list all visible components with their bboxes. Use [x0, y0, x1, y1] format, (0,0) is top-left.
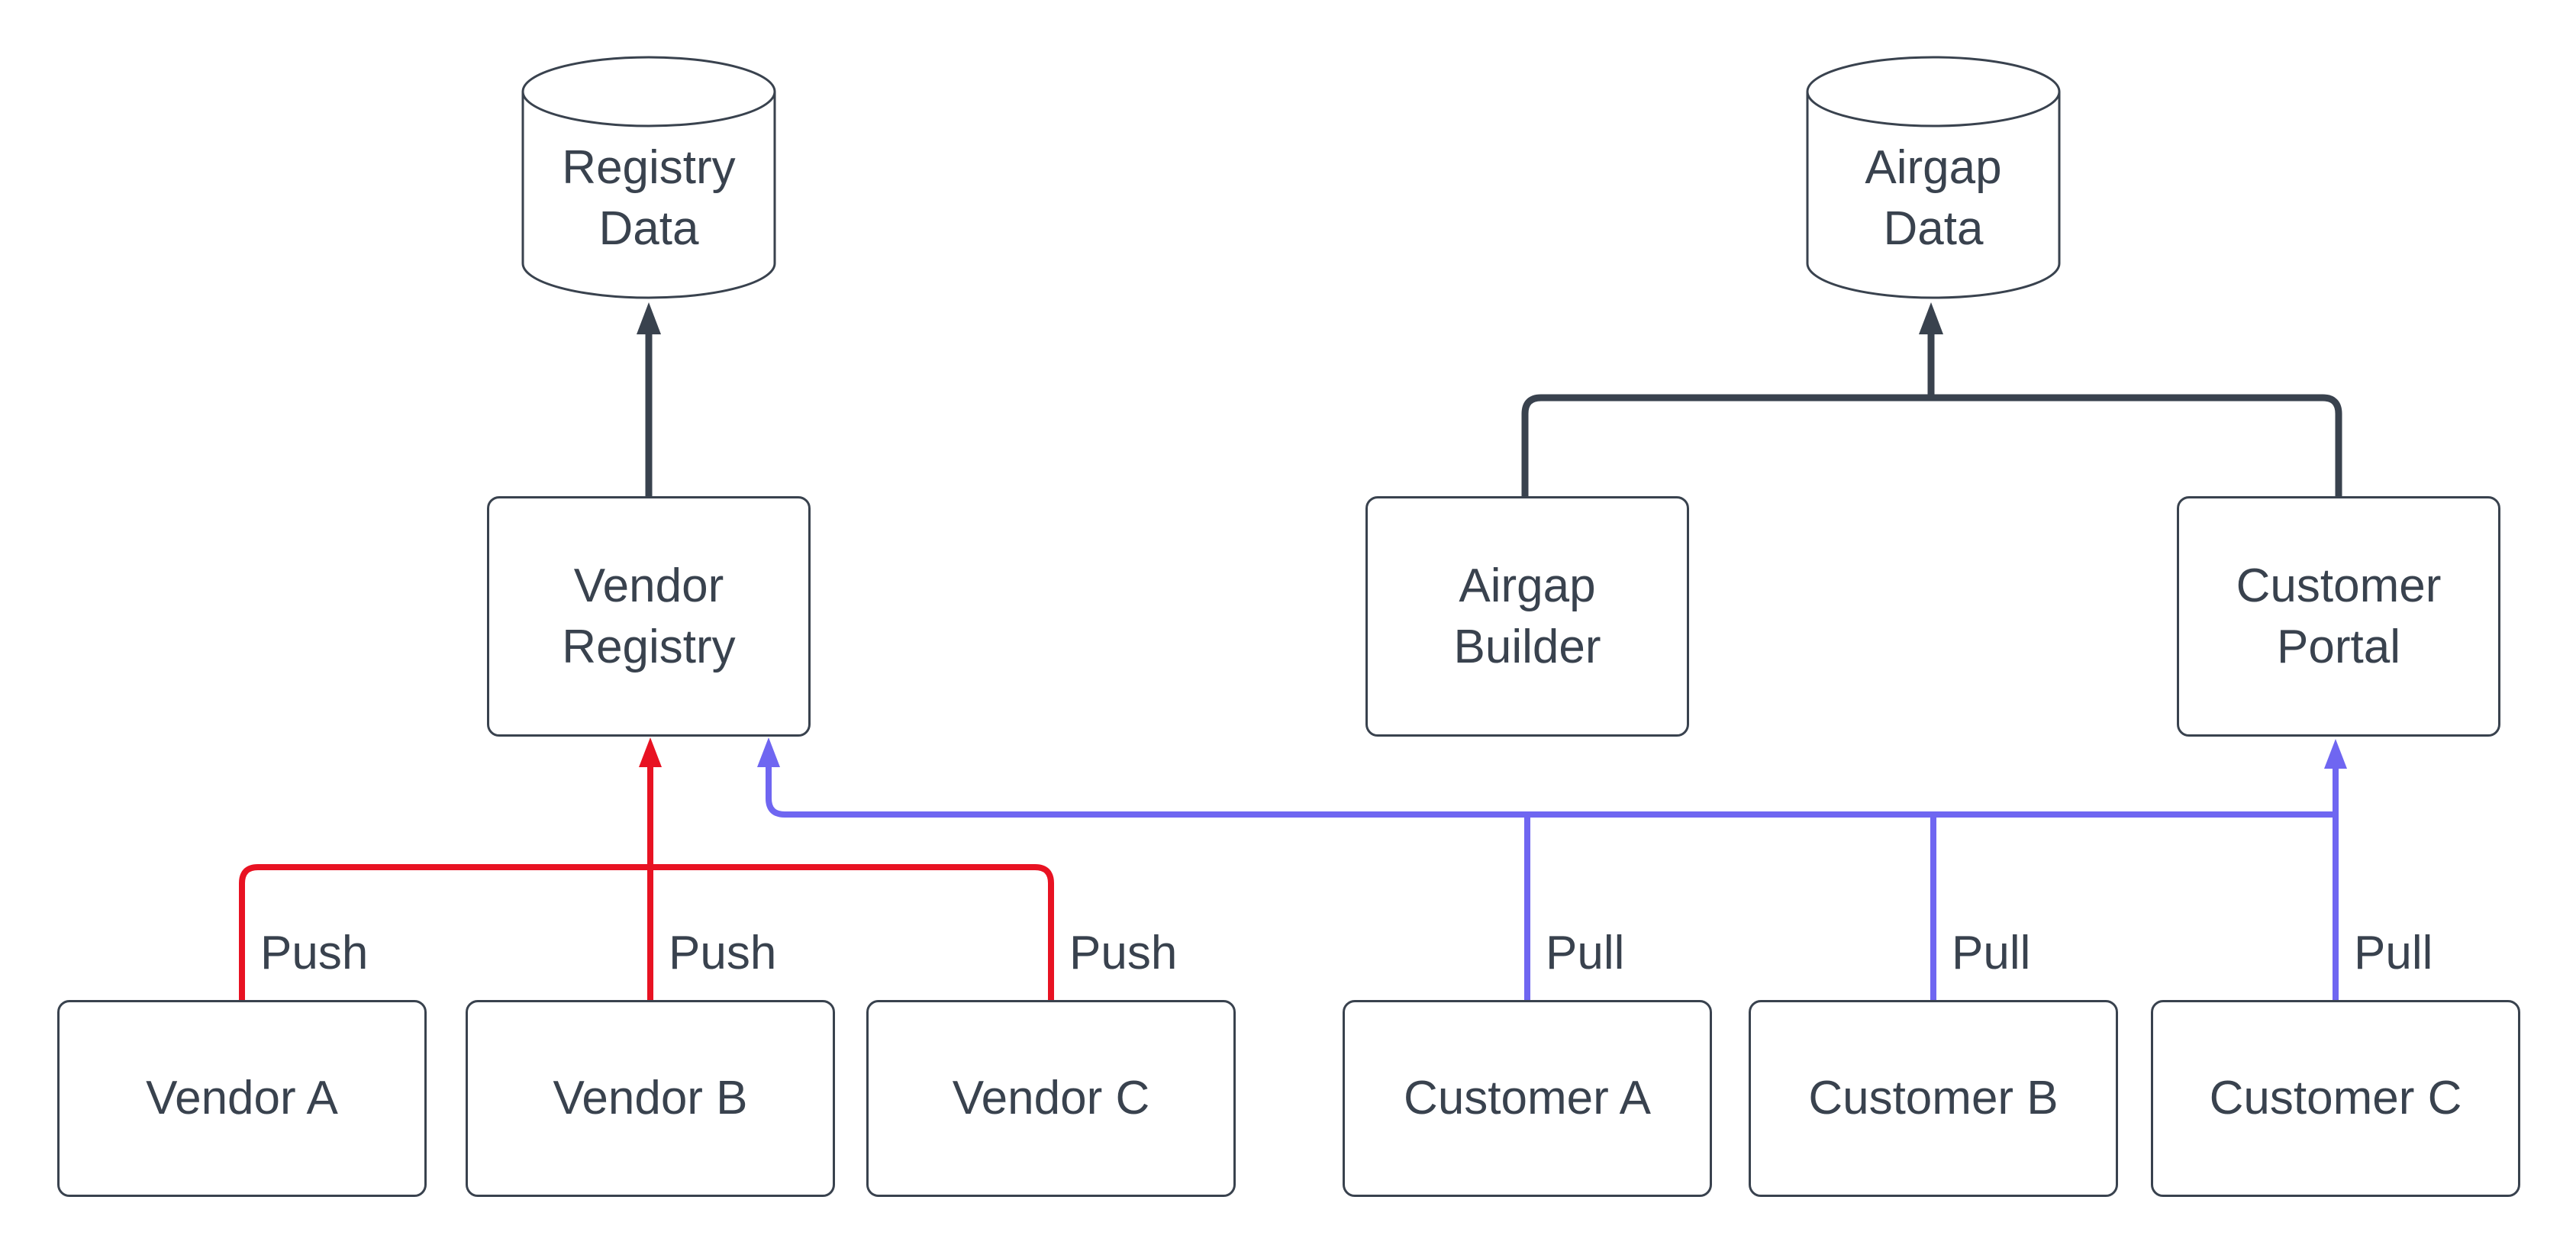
node-label: Customer B [1808, 1072, 2059, 1124]
edge-label-pull-customer-b: Pull [1952, 927, 2031, 979]
node-label: Vendor B [553, 1072, 748, 1124]
cylinder-registry-data [521, 56, 776, 299]
node-vendor-c: Vendor C [866, 1000, 1236, 1197]
edge-label-push-vendor-b: Push [669, 927, 777, 979]
node-airgap-data: Airgap Data [1807, 126, 2059, 271]
node-label: Registry Data [562, 141, 736, 255]
node-customer-c: Customer C [2151, 1000, 2520, 1197]
edge-builder-portal-bus [1521, 394, 2342, 496]
cylinder-airgap-data-top [1806, 56, 2061, 127]
arrowhead-airgap-data [1919, 302, 1943, 334]
node-customer-a: Customer A [1343, 1000, 1712, 1197]
node-label: Customer Portal [2236, 559, 2442, 673]
node-label: Vendor A [146, 1072, 338, 1124]
cylinder-airgap-data [1806, 56, 2061, 299]
node-label: Vendor C [952, 1072, 1150, 1124]
cylinder-registry-data-top [521, 56, 776, 127]
node-airgap-builder: Airgap Builder [1365, 496, 1689, 737]
node-label: Airgap Builder [1453, 559, 1601, 673]
arrowhead-pull-customer-portal [2324, 739, 2347, 769]
cylinder-registry-data-body [521, 92, 776, 299]
node-label: Customer A [1404, 1072, 1651, 1124]
node-label: Airgap Data [1865, 141, 2002, 255]
node-label: Customer C [2209, 1072, 2462, 1124]
arrowhead-registry-data [637, 302, 661, 334]
edge-pull-bus-to-vendor-registry [766, 765, 2336, 818]
node-vendor-registry: Vendor Registry [487, 496, 811, 737]
node-registry-data: Registry Data [523, 126, 775, 271]
node-customer-b: Customer B [1749, 1000, 2118, 1197]
node-vendor-a: Vendor A [57, 1000, 427, 1197]
arrowhead-pull-vendor-registry [757, 737, 780, 767]
edge-label-pull-customer-c: Pull [2354, 927, 2433, 979]
arrowhead-push-vendor-registry [639, 737, 662, 767]
node-vendor-b: Vendor B [466, 1000, 835, 1197]
node-customer-portal: Customer Portal [2177, 496, 2500, 737]
node-label: Vendor Registry [562, 559, 736, 673]
cylinder-airgap-data-body [1806, 92, 2061, 299]
edge-label-pull-customer-a: Pull [1546, 927, 1625, 979]
edge-label-push-vendor-c: Push [1069, 927, 1178, 979]
edge-label-push-vendor-a: Push [260, 927, 369, 979]
edge-push-bus [239, 864, 1054, 1000]
